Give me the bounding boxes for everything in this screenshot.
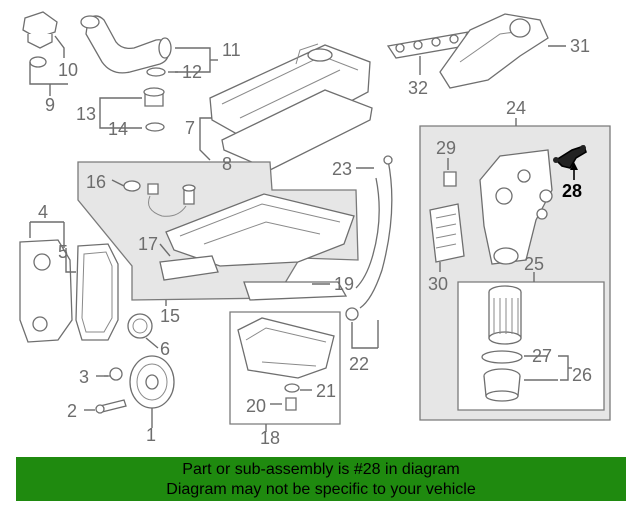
o-ring-14 [145,122,165,132]
dipstick-tube [355,155,393,309]
oil-filler-tube [80,15,172,74]
callout-30: 30 [428,274,448,294]
valve-cover [209,43,371,149]
pulley-bolt-3 [104,367,123,381]
callout-25: 25 [524,254,544,274]
callout-9: 9 [45,95,55,115]
upper-oil-pan [165,193,355,267]
valve-cover-gasket [221,89,373,171]
timing-cover [19,239,73,343]
callout-31: 31 [570,36,590,56]
pcv-valve [143,87,165,107]
oil-cooler [429,203,465,263]
lower-pan-gasket [243,281,348,301]
temp-sensor [443,171,457,187]
lower-oil-pan [237,317,335,379]
callout-16: 16 [86,172,106,192]
oil-filter-box [457,281,605,411]
callout-26: 26 [572,365,592,385]
highlighted-part-28 [553,144,587,169]
drain-plug [285,397,297,411]
callout-14: 14 [108,119,128,139]
callout-24: 24 [506,98,526,118]
callout-29: 29 [436,138,456,158]
crankshaft-pulley [129,355,175,409]
callout-4: 4 [38,202,48,222]
callout-15: 15 [160,306,180,326]
front-crank-seal [127,313,153,339]
filter-o-ring [481,350,523,364]
banner-line-2: Diagram may not be specific to your vehi… [166,481,476,498]
callout-17: 17 [138,234,158,254]
callout-1: 1 [146,425,156,445]
oil-filler-cap [22,11,58,68]
callout-6: 6 [160,339,170,359]
callout-5: 5 [58,242,68,262]
callout-10: 10 [58,60,78,80]
filter-cap [483,368,521,402]
callout-21: 21 [316,381,336,401]
callout-22: 22 [349,354,369,374]
callout-13: 13 [76,104,96,124]
callout-2: 2 [67,401,77,421]
bolt-2 [95,399,127,414]
callout-8: 8 [222,154,232,174]
callout-23: 23 [332,159,352,179]
callout-7: 7 [185,118,195,138]
oil-filter-element [488,285,522,345]
dipstick-seal [345,307,359,321]
callout-28: 28 [562,181,582,201]
timing-cover-gasket [75,243,119,341]
seal-ring-12 [146,67,166,77]
callout-27: 27 [532,346,552,366]
callout-11: 11 [222,40,241,60]
oil-pan-gasket [159,255,219,281]
oil-filter-housing [479,149,553,265]
callout-32: 32 [408,78,428,98]
oil-pressure-sensor [123,180,196,217]
drain-washer [284,383,300,393]
info-banner: Part or sub-assembly is #28 in diagram D… [16,457,626,501]
callout-12: 12 [182,62,202,82]
callout-20: 20 [246,396,266,416]
callout-19: 19 [334,274,354,294]
banner-line-1: Part or sub-assembly is #28 in diagram [182,461,460,478]
intake-manifold [439,13,549,89]
callout-18: 18 [260,428,280,448]
callout-3: 3 [79,367,89,387]
